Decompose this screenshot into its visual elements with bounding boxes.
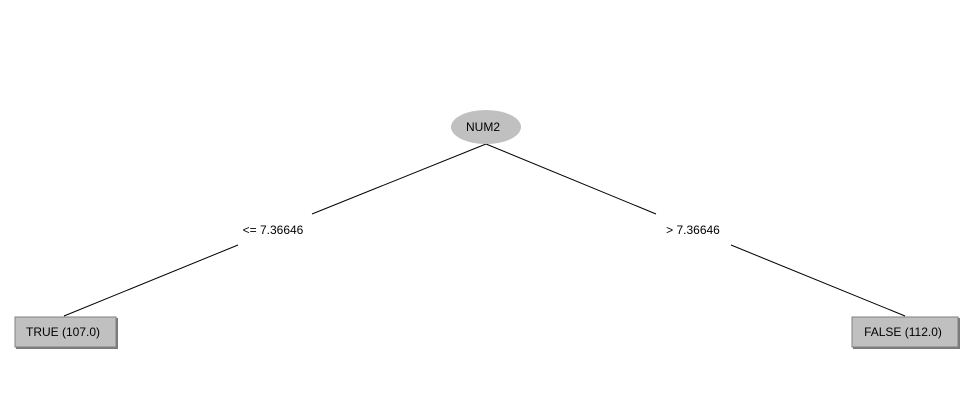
edge-right-lower [730, 244, 906, 317]
leaf-node-true[interactable]: TRUE (107.0) [14, 316, 118, 349]
leaf-node-true-label: TRUE (107.0) [26, 325, 100, 339]
root-node-label: NUM2 [466, 120, 500, 134]
leaf-node-false-box [851, 316, 959, 348]
edge-left [63, 143, 487, 317]
edge-left-lower [63, 244, 239, 317]
branch-label-right: > 7.36646 [666, 223, 720, 237]
leaf-node-true-box [14, 316, 117, 348]
branch-label-left: <= 7.36646 [243, 223, 304, 237]
root-node[interactable]: NUM2 [451, 110, 521, 144]
root-node-shape [451, 110, 521, 144]
edge-right-upper [485, 143, 657, 215]
edge-left-upper [311, 143, 487, 215]
edge-right [485, 143, 906, 317]
leaf-node-false[interactable]: FALSE (112.0) [851, 316, 960, 349]
leaf-node-false-label: FALSE (112.0) [864, 325, 942, 339]
